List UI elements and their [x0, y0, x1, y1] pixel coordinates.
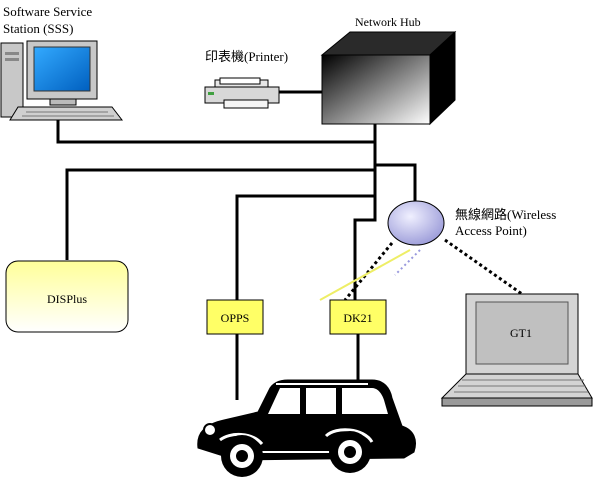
sss-label-line2: Station (SSS): [3, 21, 73, 36]
network-hub-icon: [320, 30, 457, 126]
cable-displus: [65, 168, 375, 260]
displus-box: [5, 260, 129, 333]
wireless-access-point-icon: [387, 200, 445, 246]
cable-opps: [235, 194, 375, 300]
sss-desktop-icon: [0, 40, 124, 121]
wap-label-line2: Access Point): [455, 223, 527, 238]
opps-box: [206, 299, 264, 335]
cable-wap: [375, 163, 417, 205]
wireless-link-dk21: [343, 242, 394, 301]
network-cables: [56, 90, 417, 400]
displus-label: DISPlus: [47, 292, 87, 306]
cable-sss-to-bus: [56, 120, 375, 144]
wap-label-line1: 無線網路(Wireless: [455, 207, 556, 222]
sss-label-line1: Software Service: [3, 4, 92, 19]
vintage-car-icon: [197, 379, 416, 477]
laptop-icon: [440, 293, 593, 407]
gt1-label: GT1: [510, 326, 532, 340]
dk21-label: DK21: [343, 311, 372, 325]
wireless-beam-yellow: [319, 249, 411, 301]
dk21-box: [329, 299, 387, 335]
wireless-beam-blue: [394, 249, 421, 276]
hub-label: Network Hub: [355, 15, 421, 29]
wireless-link-gt1: [444, 238, 523, 296]
printer-label: 印表機(Printer): [205, 49, 288, 64]
wireless-links: [319, 238, 523, 301]
printer-icon: [204, 77, 280, 109]
opps-label: OPPS: [221, 311, 250, 325]
cable-dk21: [353, 196, 377, 300]
